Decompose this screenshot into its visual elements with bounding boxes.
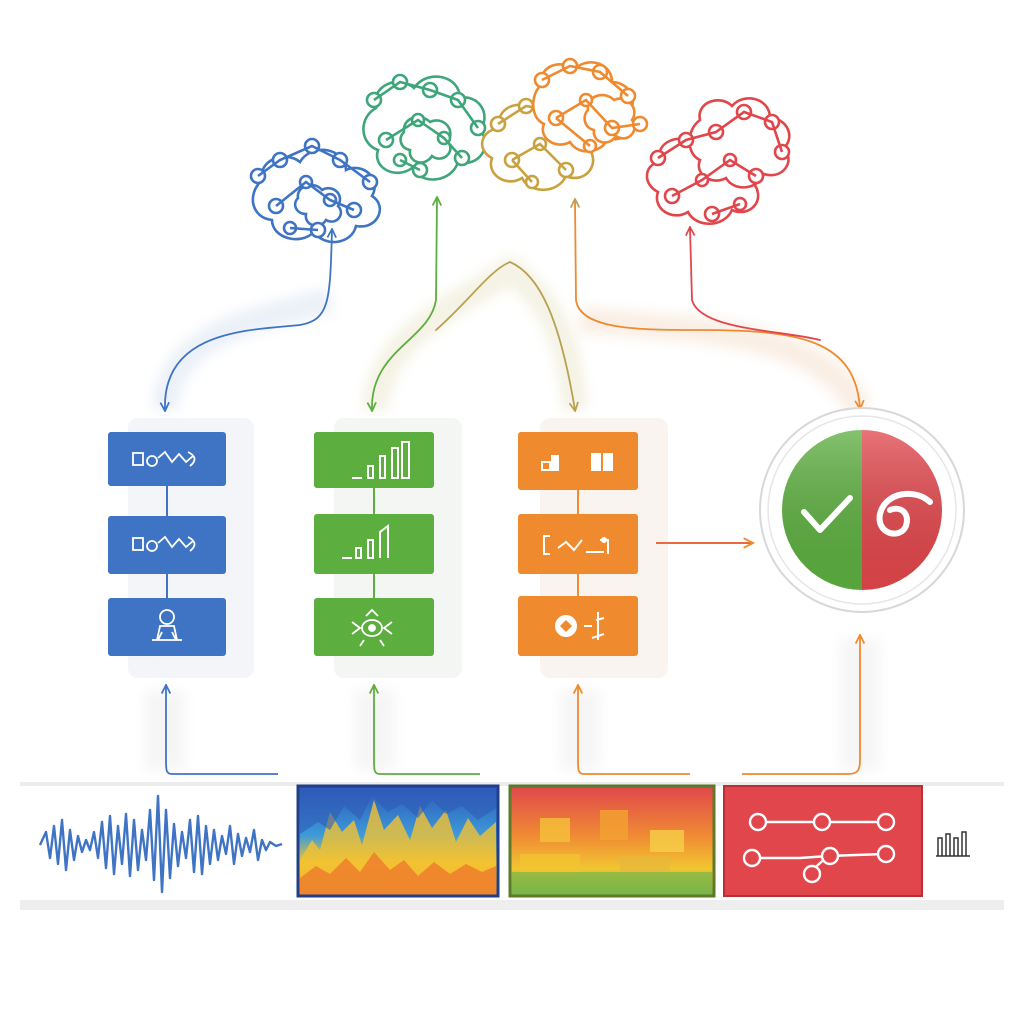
checkmark-icon <box>801 495 853 533</box>
column-green <box>314 418 480 775</box>
module-blue-2[interactable] <box>108 516 226 574</box>
upper-connectors <box>165 198 860 410</box>
waveform-glyph-icon <box>132 535 196 552</box>
arrow-red-to-cluster <box>690 228 821 341</box>
module-green-1[interactable] <box>314 432 434 488</box>
arrow-input-to-result <box>742 636 860 775</box>
arrow-olive-junction <box>435 261 575 410</box>
column-blue <box>108 418 278 775</box>
input-strip <box>20 782 1004 910</box>
result-indicator <box>759 407 965 613</box>
module-green-3[interactable] <box>314 598 434 656</box>
arrow-blue-to-cluster <box>165 230 332 410</box>
red-spectrogram <box>508 784 716 898</box>
module-blue-1[interactable] <box>108 432 226 486</box>
waveform-icon <box>38 794 283 894</box>
blue-spectrogram <box>296 784 500 898</box>
arrow-input-to-blue <box>166 686 278 775</box>
arrow-input-to-green <box>374 686 480 775</box>
module-orange-2[interactable] <box>518 514 638 574</box>
small-waveform-icon <box>936 831 970 857</box>
arrow-green-to-cluster <box>372 198 437 410</box>
module-green-2[interactable] <box>314 514 434 574</box>
person-glyph-icon <box>152 609 182 641</box>
arrow-input-to-orange <box>578 686 690 775</box>
cluster-olive-orange <box>480 57 649 191</box>
cluster-red <box>645 97 791 225</box>
node-graph-panel <box>723 785 923 897</box>
module-blue-3[interactable] <box>108 598 226 656</box>
robot-glyph-icon <box>351 608 393 647</box>
arrow-orange-to-cluster <box>575 200 860 408</box>
background-ribbons <box>145 253 880 770</box>
bar-chart-icon <box>342 524 389 559</box>
bracket-glyph-icon <box>543 535 609 555</box>
circle-glyph-icon <box>555 612 605 640</box>
blocks-icon <box>541 453 613 471</box>
tilde-wave-icon <box>876 491 933 537</box>
column-orange <box>518 418 690 775</box>
waveform-glyph-icon <box>132 450 196 467</box>
cluster-green <box>362 73 487 181</box>
bar-chart-icon <box>352 441 410 479</box>
cluster-blue <box>249 137 382 244</box>
module-orange-3[interactable] <box>518 596 638 656</box>
module-orange-1[interactable] <box>518 432 638 490</box>
